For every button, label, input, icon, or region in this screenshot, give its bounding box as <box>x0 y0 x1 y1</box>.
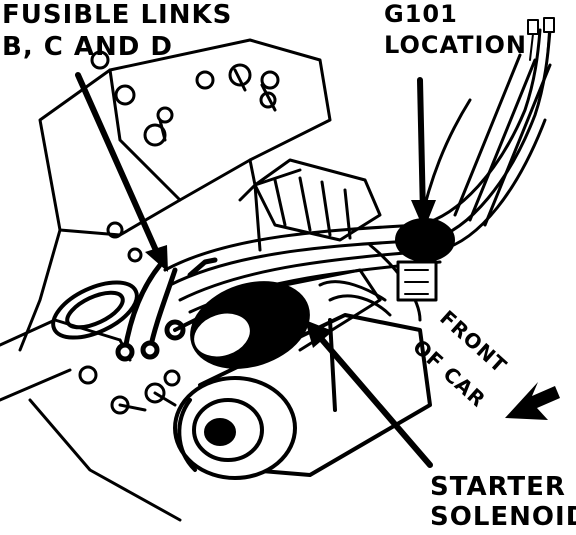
arrow-heads <box>145 200 436 348</box>
connector-terminals <box>527 17 555 61</box>
arrow-g101 <box>417 77 426 218</box>
arrow-starter-solenoid <box>315 332 433 468</box>
arrow-fusible-links <box>75 72 161 258</box>
g101-label-line2: LOCATION <box>384 31 527 59</box>
fusible-link-cables <box>115 257 218 362</box>
fusible-links-label-line2: B, C AND D <box>2 32 173 62</box>
fusible-links-label-line1: FUSIBLE LINKS <box>2 0 233 30</box>
leader-arrows <box>75 72 433 468</box>
hardware-nuts <box>78 365 181 415</box>
ground-cluster <box>395 218 455 302</box>
relay-housing <box>238 158 382 252</box>
solenoid-body <box>190 268 392 369</box>
starter-solenoid-label-line1: STARTER <box>430 472 566 502</box>
g101-label-line1: G101 <box>384 0 458 28</box>
flange <box>51 280 139 340</box>
starter-solenoid-label-line2: SOLENOID <box>430 502 576 532</box>
front-of-car-arrow-icon <box>505 382 560 420</box>
